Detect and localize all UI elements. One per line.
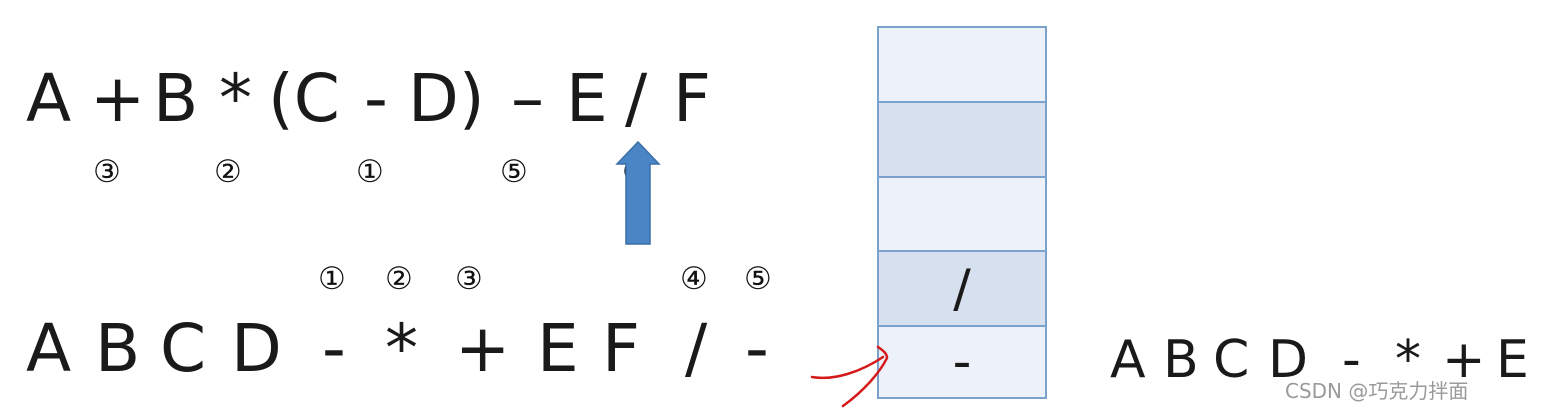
stack-cell <box>879 178 1045 252</box>
postfix-token: * <box>385 310 418 387</box>
order-mark: ① <box>356 154 384 190</box>
watermark: CSDN @巧克力拌面 <box>1285 379 1469 403</box>
order-mark: ③ <box>93 154 121 190</box>
output-token: B <box>1163 330 1199 390</box>
postfix-token: / <box>685 310 708 387</box>
postfix-token: + <box>455 310 511 387</box>
stack-cell: / <box>879 252 1045 327</box>
infix-token: E <box>566 60 608 137</box>
infix-token: A <box>26 60 72 137</box>
postfix-token: E <box>537 310 579 387</box>
blue-up-arrow-icon <box>615 140 661 245</box>
postfix-token: C <box>160 310 207 387</box>
postfix-token: - <box>745 310 769 387</box>
infix-token: F <box>673 60 711 137</box>
stack-cell <box>879 28 1045 103</box>
infix-token: - <box>364 60 388 137</box>
infix-token: D) <box>408 60 485 137</box>
operator-stack: / - <box>877 26 1047 399</box>
order-mark: ③ <box>455 261 483 297</box>
output-token: D <box>1268 330 1309 390</box>
order-mark: ② <box>214 154 242 190</box>
order-mark: ⑤ <box>500 154 528 190</box>
postfix-token: A <box>26 310 72 387</box>
stack-cell <box>879 103 1045 178</box>
infix-token: / <box>625 60 648 137</box>
output-token: * <box>1395 330 1421 390</box>
infix-token: * <box>219 60 252 137</box>
postfix-token: B <box>95 310 141 387</box>
order-mark: ④ <box>680 261 708 297</box>
postfix-token: - <box>322 310 346 387</box>
infix-token: (C <box>268 60 340 137</box>
stack-cell: - <box>879 327 1045 397</box>
order-mark: ② <box>385 261 413 297</box>
order-mark: ⑤ <box>744 261 772 297</box>
postfix-token: D <box>231 310 282 387</box>
postfix-token: F <box>602 310 640 387</box>
infix-token: + <box>90 60 146 137</box>
output-token: C <box>1213 330 1250 390</box>
infix-token: B <box>153 60 199 137</box>
red-pointer-arrow-icon <box>810 345 889 408</box>
output-token: - <box>1342 330 1361 390</box>
output-token: A <box>1110 330 1146 390</box>
infix-token: – <box>511 60 544 137</box>
order-mark: ① <box>318 261 346 297</box>
output-token: + <box>1442 330 1486 390</box>
output-token: E <box>1496 330 1529 390</box>
